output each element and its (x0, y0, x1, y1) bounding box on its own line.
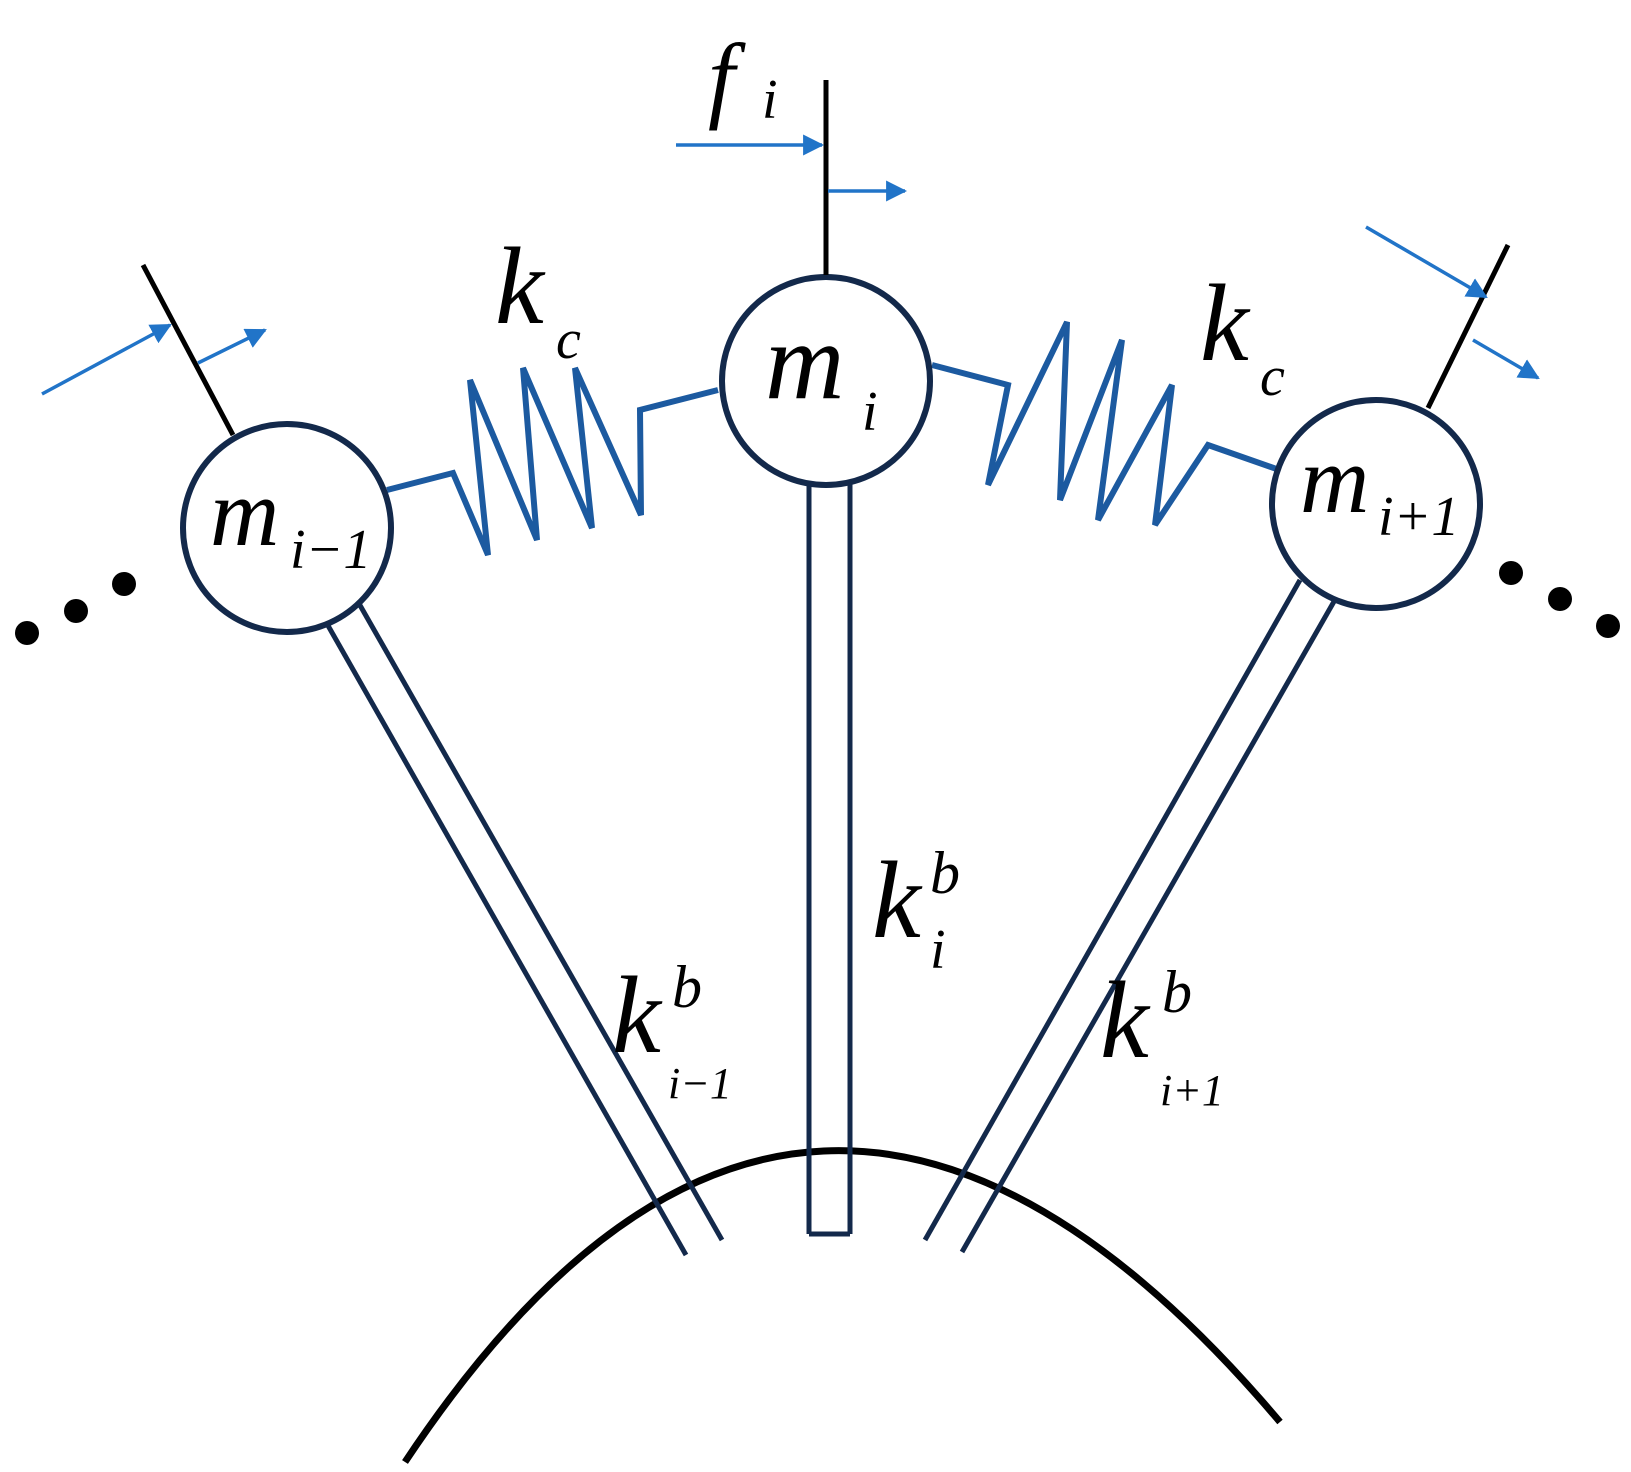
blade-curr (806, 482, 853, 1237)
spring-left (386, 366, 719, 557)
kb-curr-label-sup: b (930, 840, 960, 906)
mass-prev-label: m (210, 459, 279, 566)
arrow-out-prev (197, 328, 267, 365)
force-label-sub: i (762, 69, 778, 131)
arrow-in-next (1365, 225, 1488, 299)
mass-curr-label-sub: i (862, 381, 878, 443)
ellipsis-left (15, 572, 136, 645)
kc-left-label: k (495, 225, 546, 347)
mass-curr (719, 274, 933, 488)
kc-right-label-sub: c (1260, 346, 1285, 408)
radial-line-next (1425, 243, 1511, 410)
kc-left-label-sub: c (556, 309, 581, 371)
kb-prev-label: k (612, 954, 663, 1076)
ellipsis-right (1499, 561, 1620, 638)
kb-prev-label-sup: b (672, 954, 702, 1020)
arrow-out-next (1472, 338, 1540, 380)
spring-right (931, 320, 1286, 527)
arrow-in-prev (41, 323, 172, 396)
mass-next-label-sub: i+1 (1378, 486, 1459, 548)
kc-right-label: k (1200, 262, 1251, 384)
mass-prev-label-sub: i−1 (290, 519, 371, 581)
blade-prev (319, 598, 725, 1257)
disk-arc (402, 1147, 1283, 1464)
kb-next-label: k (1100, 959, 1151, 1081)
kb-next-label-sub: i+1 (1160, 1066, 1224, 1115)
kb-curr-label-sub: i (930, 919, 946, 981)
kb-prev-label-sub: i−1 (668, 1059, 732, 1108)
mass-next (1269, 397, 1483, 611)
kb-curr-label: k (872, 839, 923, 961)
mass-prev (180, 421, 394, 635)
radial-line-prev (140, 263, 236, 437)
mass-curr-label: m (765, 300, 844, 422)
mass-next-label: m (1300, 426, 1369, 533)
kb-next-label-sup: b (1162, 959, 1192, 1025)
force-label: f (708, 24, 746, 131)
blade-next (922, 578, 1339, 1254)
